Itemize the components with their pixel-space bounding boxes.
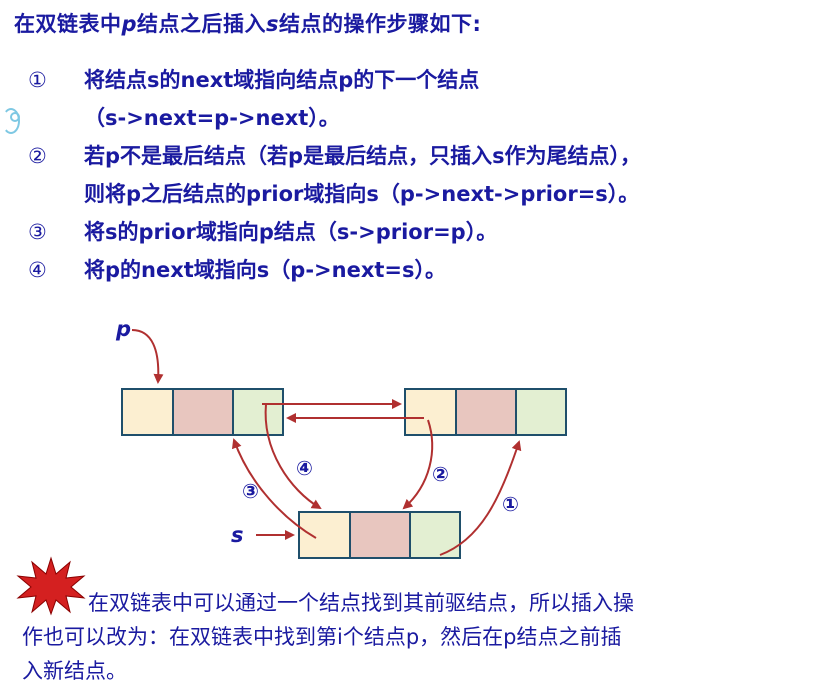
- marker-step-4: ④: [296, 456, 313, 480]
- step-1-line-2: （s->next=p->next）。: [84, 106, 340, 130]
- step-1-line-1: 将结点s的next域指向结点p的下一个结点: [84, 68, 480, 92]
- step-2-line-2: 则将p之后结点的prior域指向s（p->next->prior=s）。: [84, 182, 640, 206]
- decorative-ring-icon: [2, 108, 20, 134]
- title-text-3: 结点的操作步骤如下:: [279, 12, 482, 36]
- node-s-prior-cell: [298, 511, 351, 559]
- node-q-next-cell: [515, 388, 567, 436]
- node-p: [121, 388, 284, 436]
- step-4-line-1: 将p的next域指向s（p->next=s）。: [84, 258, 447, 282]
- linked-list-diagram: p s ① ② ③ ④: [115, 317, 567, 559]
- step-2-line-1: 若p不是最后结点（若p是最后结点，只插入s作为尾结点），: [84, 144, 642, 168]
- step-1-continuation: （s->next=p->next）。: [28, 102, 340, 132]
- note-line-2: 作也可以改为：在双链表中找到第i个结点p，然后在p结点之前插: [22, 625, 622, 649]
- step-2-number: ②: [28, 144, 47, 168]
- node-q-data-cell: [455, 388, 517, 436]
- title-var-p: p: [121, 12, 138, 36]
- arrow-step-4: [264, 403, 322, 510]
- marker-step-2: ②: [432, 462, 449, 486]
- step-3-number: ③: [28, 220, 47, 244]
- decorative-dot-icon: [10, 112, 20, 122]
- node-p-prior-cell: [121, 388, 174, 436]
- arrow-step-2: [402, 419, 434, 510]
- marker-step-3: ③: [242, 479, 259, 503]
- node-s-next-cell: [409, 511, 461, 559]
- title-text-1: 在双链表中: [14, 12, 122, 36]
- step-2: ② 若p不是最后结点（若p是最后结点，只插入s作为尾结点），: [28, 140, 641, 170]
- step-4: ④ 将p的next域指向s（p->next=s）。: [28, 254, 446, 284]
- node-p-data-cell: [172, 388, 234, 436]
- marker-step-1: ①: [502, 492, 519, 516]
- step-3: ③ 将s的prior域指向p结点（s->prior=p）。: [28, 216, 497, 246]
- page-title: 在双链表中p结点之后插入s结点的操作步骤如下:: [14, 8, 481, 38]
- node-p-next-cell: [232, 388, 284, 436]
- step-3-line-1: 将s的prior域指向p结点（s->prior=p）。: [84, 220, 498, 244]
- step-2-continuation: 则将p之后结点的prior域指向s（p->next->prior=s）。: [28, 178, 639, 208]
- node-p-next: [404, 388, 567, 436]
- step-1-number: ①: [28, 68, 47, 92]
- title-text-2: 结点之后插入: [137, 12, 267, 36]
- node-s-data-cell: [349, 511, 411, 559]
- note-line-3: 入新结点。: [22, 659, 127, 683]
- step-4-number: ④: [28, 258, 47, 282]
- note-paragraph: 在双链表中可以通过一个结点找到其前驱结点，所以插入操 作也可以改为：在双链表中找…: [22, 586, 812, 688]
- arrow-step-3: [231, 438, 317, 539]
- red-burst-icon: [16, 556, 86, 616]
- note-line-1: 在双链表中可以通过一个结点找到其前驱结点，所以插入操: [88, 591, 634, 615]
- title-var-s: s: [266, 12, 280, 36]
- arrow-step-1: [439, 440, 522, 556]
- label-p: p: [115, 317, 131, 341]
- label-s: s: [231, 523, 244, 547]
- node-s: [298, 511, 461, 559]
- arrow-p-pointer: [131, 329, 164, 384]
- step-1: ① 将结点s的next域指向结点p的下一个结点: [28, 64, 479, 94]
